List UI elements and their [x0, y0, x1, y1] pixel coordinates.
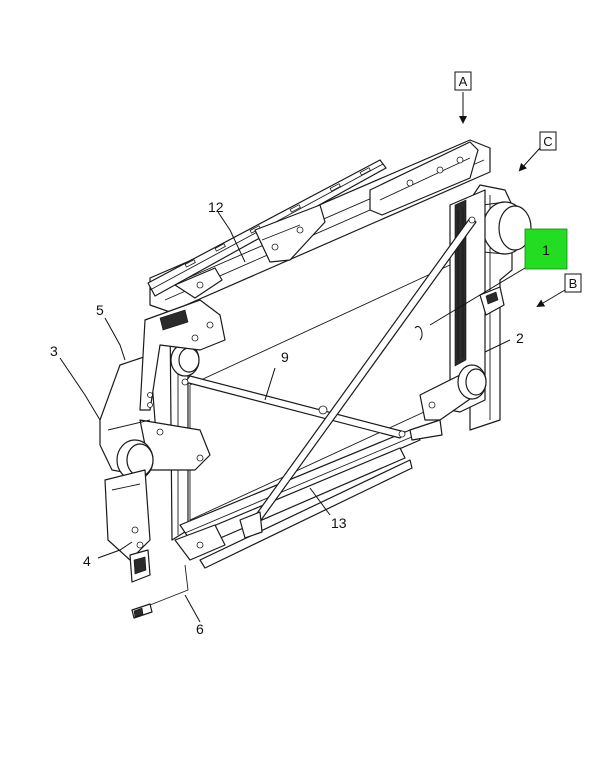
callout-12[interactable]: 12 [208, 199, 224, 215]
callout-1[interactable]: 1 [542, 242, 550, 258]
top-rail-slots [184, 167, 371, 268]
callout-1-highlight[interactable]: 1 [524, 228, 568, 270]
view-label-c: C [539, 131, 557, 151]
diagonal-braces [181, 216, 477, 529]
leader-lines [59, 211, 526, 623]
lower-left-frame-bracket [174, 511, 263, 561]
lower-left-mount [104, 469, 151, 583]
callout-2[interactable]: 2 [516, 330, 524, 346]
radiator-frame [147, 139, 491, 569]
view-label-a-text: A [459, 74, 468, 89]
left-upper-bracket [139, 299, 226, 411]
sensor-cable [131, 564, 189, 619]
callout-3[interactable]: 3 [50, 343, 58, 359]
right-side-bracket [479, 286, 505, 316]
view-label-a: A [454, 71, 472, 91]
upper-left-cylinder [170, 343, 200, 377]
right-lower-mount [409, 364, 487, 441]
upper-right-cylinder [482, 201, 532, 255]
callout-9[interactable]: 9 [281, 349, 289, 365]
view-arrows [459, 92, 566, 308]
view-label-b-text: B [569, 276, 578, 291]
callout-4[interactable]: 4 [83, 553, 91, 569]
callout-6[interactable]: 6 [196, 621, 204, 637]
view-label-b: B [564, 273, 582, 293]
callout-13[interactable]: 13 [331, 515, 347, 531]
view-label-c-text: C [543, 134, 552, 149]
callout-5[interactable]: 5 [96, 302, 104, 318]
